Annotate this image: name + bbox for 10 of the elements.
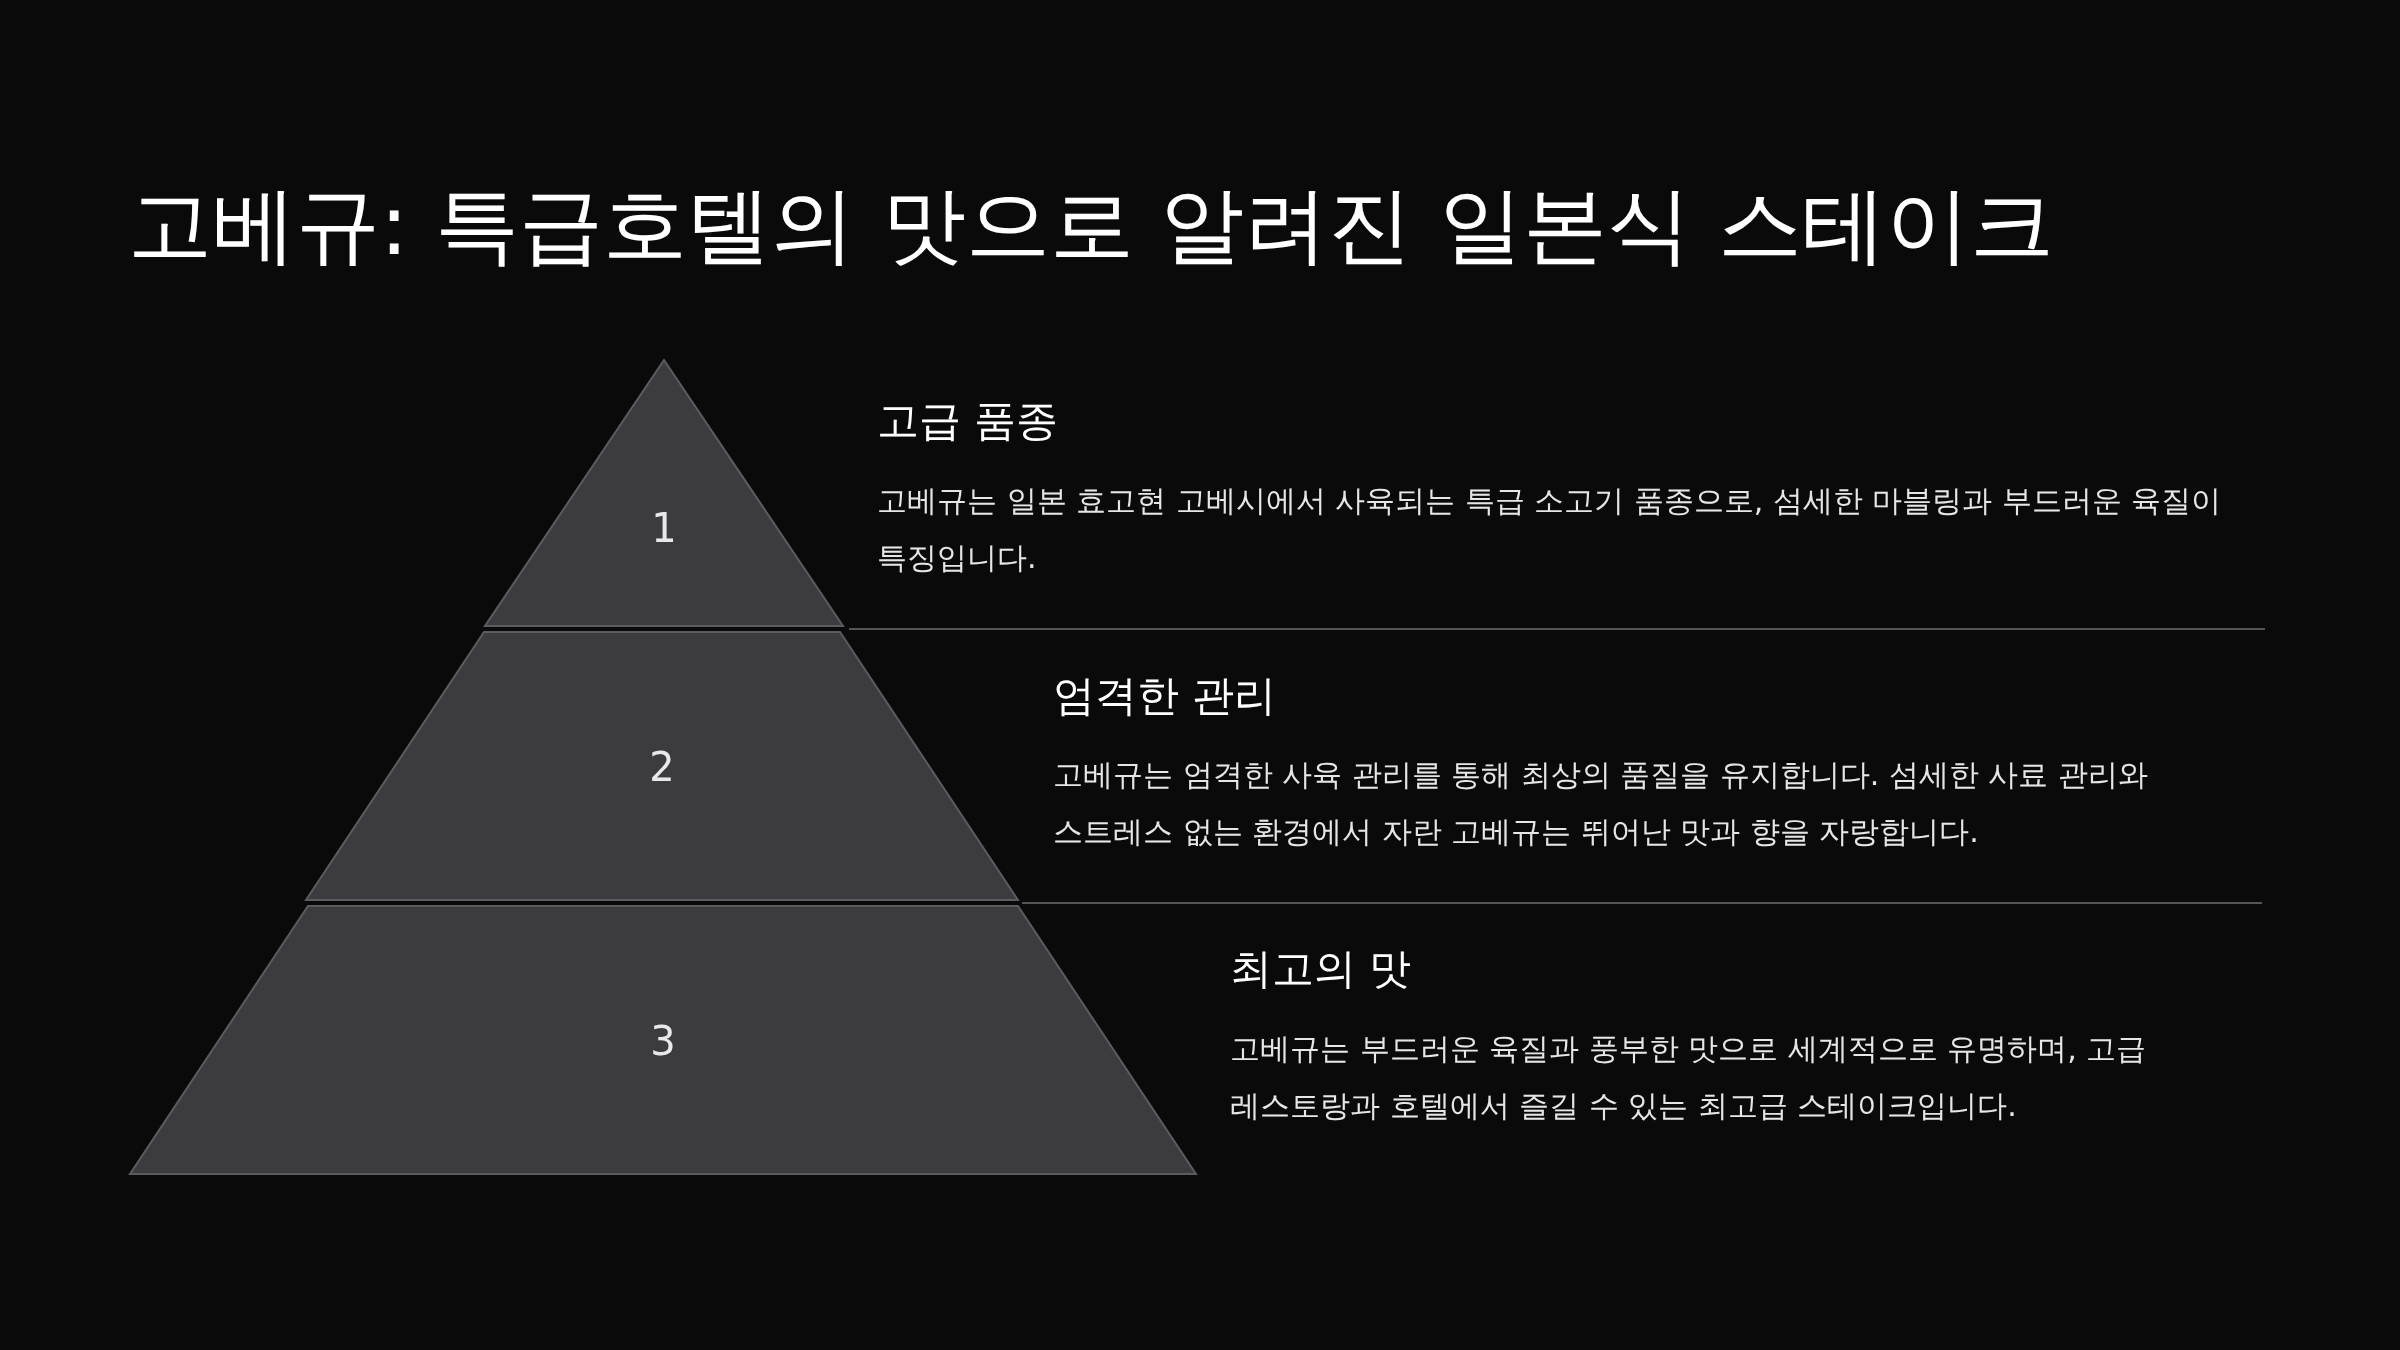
page-title: 고베규: 특급호텔의 맛으로 알려진 일본식 스테이크 — [128, 175, 2054, 276]
section-description: 고베규는 부드러운 육질과 풍부한 맛으로 세계적으로 유명하며, 고급 레스토랑과 호텔에서 즐길 수 있는 최고급 스테이크입니다. — [1230, 1030, 2148, 1125]
section-heading: 고급 품종 — [877, 395, 1059, 447]
tier-number: 2 — [649, 743, 675, 792]
tier-number: 3 — [650, 1017, 676, 1066]
section-description: 고베규는 일본 효고현 고베시에서 사육되는 특급 소고기 품종으로, 섬세한 마블링과 부드러운 육질이 특징입니다. — [877, 482, 2223, 577]
section-description: 고베규는 엄격한 사육 관리를 통해 최상의 품질을 유지합니다. 섬세한 사료 관리와 스트레스 없는 환경에서 자란 고베규는 뛰어난 맛과 향을 자랑합니다. — [1053, 756, 2149, 851]
tier-number: 1 — [651, 504, 677, 553]
section-heading: 최고의 맛 — [1230, 943, 1412, 995]
section-heading: 엄격한 관리 — [1053, 670, 1277, 722]
